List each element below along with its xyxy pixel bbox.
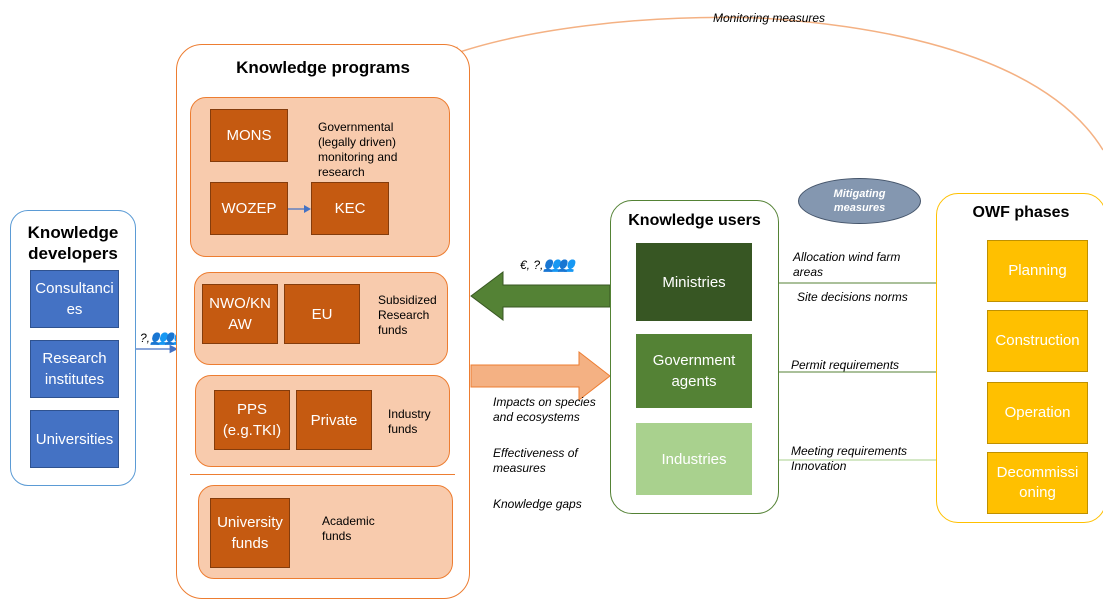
industry-note: Industry funds (388, 407, 431, 436)
funding-arrow-label: €, ?,👥👥 (520, 256, 575, 273)
kec-box: KEC (311, 182, 389, 235)
university-funds-box: University funds (210, 498, 290, 568)
pps-box: PPS (e.g.TKI) (214, 390, 290, 450)
nwo-knaw-box: NWO/KNAW (202, 284, 278, 344)
research-institutes-box: Research institutes (30, 340, 119, 398)
consultancies-box: Consultancies (30, 270, 119, 328)
wozep-box: WOZEP (210, 182, 288, 235)
arrow-left-icon (470, 271, 611, 321)
arrow-right-icon (470, 350, 611, 402)
allocation-label: Allocation wind farm areas (793, 250, 901, 279)
construction-box: Construction (987, 310, 1088, 372)
decommissioning-box: Decommissioning (987, 452, 1088, 514)
programs-divider (190, 474, 455, 475)
mons-box: MONS (210, 109, 288, 162)
industries-box: Industries (636, 423, 752, 495)
people-icon: 👥👥 (543, 256, 575, 272)
ministries-box: Ministries (636, 243, 752, 321)
operation-box: Operation (987, 382, 1088, 444)
wozep-to-kec-arrow (288, 205, 311, 213)
developers-arrow-text: ?, (140, 331, 151, 345)
planning-box: Planning (987, 240, 1088, 302)
eu-box: EU (284, 284, 360, 344)
mitigating-measures-ellipse: Mitigating measures (798, 178, 921, 224)
effectiveness-label: Effectiveness of measures (493, 446, 578, 475)
knowledge-developers-title: Knowledge developers (27, 223, 119, 263)
subsidized-note: Subsidized Research funds (378, 293, 437, 337)
people-icon: 👥👥 (150, 329, 182, 345)
impacts-label: Impacts on species and ecosystems (493, 395, 596, 424)
monitoring-arc (446, 16, 1103, 151)
knowledge-programs-title: Knowledge programs (236, 58, 410, 77)
innovation-label: Innovation (791, 459, 847, 473)
meeting-requirements-label: Meeting requirements (791, 444, 908, 458)
academic-note: Academic funds (322, 514, 375, 543)
private-box: Private (296, 390, 372, 450)
developers-arrow-label: ?,👥👥 (140, 329, 182, 346)
monitoring-measures-label: Monitoring measures (713, 11, 826, 25)
governmental-note: Governmental (legally driven) monitoring… (318, 120, 398, 179)
permit-requirements-label: Permit requirements (791, 358, 900, 372)
site-decisions-label: Site decisions norms (797, 290, 908, 304)
government-agents-box: Government agents (636, 334, 752, 408)
knowledge-gaps-label: Knowledge gaps (493, 497, 582, 511)
funding-arrow-text: €, ?, (520, 258, 544, 272)
universities-box: Universities (30, 410, 119, 468)
knowledge-users-title: Knowledge users (628, 212, 761, 229)
owf-phases-title: OWF phases (972, 204, 1070, 221)
